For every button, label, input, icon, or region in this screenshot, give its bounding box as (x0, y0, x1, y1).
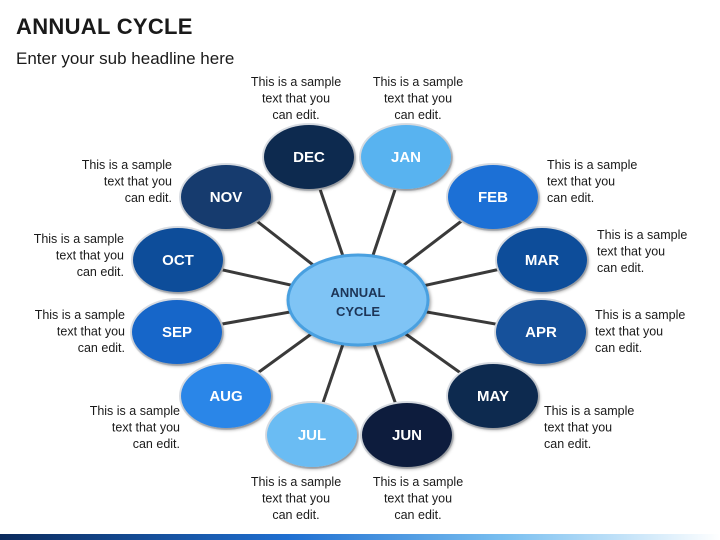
caption-nov-line-3: can edit. (125, 191, 172, 205)
month-node-oct: OCT (131, 226, 225, 294)
month-label-mar: MAR (525, 252, 559, 269)
month-node-may: MAY (446, 362, 540, 430)
month-ellipse-oct (133, 228, 223, 292)
caption-oct-line-1: This is a sample (34, 232, 124, 246)
month-node-mar: MAR (495, 226, 589, 294)
month-ellipse-feb (448, 165, 538, 229)
caption-jul-line-3: can edit. (272, 508, 319, 522)
month-node-aug: AUG (179, 362, 273, 430)
month-ellipse-apr (496, 300, 586, 364)
caption-aug-line-3: can edit. (133, 437, 180, 451)
month-node-feb: FEB (446, 163, 540, 231)
caption-nov-line-1: This is a sample (82, 158, 172, 172)
caption-jan-line-3: can edit. (394, 108, 441, 122)
month-label-feb: FEB (478, 189, 508, 206)
month-label-apr: APR (525, 324, 557, 341)
caption-jan-line-2: text that you (384, 92, 452, 106)
caption-feb-line-1: This is a sample (547, 158, 637, 172)
month-label-oct: OCT (162, 252, 194, 269)
caption-feb-line-2: text that you (547, 175, 615, 189)
caption-aug-line-2: text that you (112, 421, 180, 435)
month-label-jun: JUN (392, 427, 422, 444)
month-label-jan: JAN (391, 149, 421, 166)
page-subtitle: Enter your sub headline here (16, 49, 235, 68)
month-nodes: DEC JAN FEB MAR APR MAY JUN JUL AUG SEP OCT NOV (130, 123, 589, 469)
month-node-apr: APR (494, 298, 588, 366)
caption-jun-line-3: can edit. (394, 508, 441, 522)
caption-apr-line-3: can edit. (595, 341, 642, 355)
month-ellipse-sep (132, 300, 222, 364)
caption-jun-line-2: text that you (384, 492, 452, 506)
month-node-jun: JUN (360, 401, 454, 469)
month-label-may: MAY (477, 388, 509, 405)
month-node-sep: SEP (130, 298, 224, 366)
caption-jun-line-1: This is a sample (373, 475, 463, 489)
caption-jul-line-2: text that you (262, 492, 330, 506)
caption-sep-line-3: can edit. (78, 341, 125, 355)
caption-may-line-2: text that you (544, 421, 612, 435)
month-ellipse-mar (497, 228, 587, 292)
month-node-jul: JUL (265, 401, 359, 469)
caption-dec-line-1: This is a sample (251, 75, 341, 89)
caption-mar-line-2: text that you (597, 245, 665, 259)
caption-mar-line-1: This is a sample (597, 228, 687, 242)
caption-dec-line-2: text that you (262, 92, 330, 106)
month-node-dec: DEC (262, 123, 356, 191)
month-node-nov: NOV (179, 163, 273, 231)
month-ellipse-jun (362, 403, 452, 467)
captions: This is a sample text that you can edit. Th… (34, 75, 688, 522)
page-title: ANNUAL CYCLE (16, 14, 193, 39)
caption-oct-line-3: can edit. (77, 265, 124, 279)
month-label-sep: SEP (162, 324, 192, 341)
caption-dec-line-3: can edit. (272, 108, 319, 122)
center-label-line-1: ANNUAL (331, 285, 386, 300)
caption-oct-line-2: text that you (56, 249, 124, 263)
bottom-accent-bar (0, 534, 720, 540)
caption-may-line-3: can edit. (544, 437, 591, 451)
caption-mar-line-3: can edit. (597, 261, 644, 275)
month-ellipse-may (448, 364, 538, 428)
center-node: ANNUAL CYCLE (286, 253, 430, 347)
caption-jul-line-1: This is a sample (251, 475, 341, 489)
caption-aug-line-1: This is a sample (90, 404, 180, 418)
month-label-jul: JUL (298, 427, 326, 444)
month-label-dec: DEC (293, 149, 325, 166)
month-node-jan: JAN (359, 123, 453, 191)
month-label-nov: NOV (210, 189, 243, 206)
caption-jan-line-1: This is a sample (373, 75, 463, 89)
month-ellipse-jan (361, 125, 451, 189)
caption-may-line-1: This is a sample (544, 404, 634, 418)
caption-sep-line-2: text that you (57, 325, 125, 339)
caption-apr-line-2: text that you (595, 325, 663, 339)
caption-feb-line-3: can edit. (547, 191, 594, 205)
caption-apr-line-1: This is a sample (595, 308, 685, 322)
caption-nov-line-2: text that you (104, 175, 172, 189)
center-ellipse (286, 253, 430, 347)
month-label-aug: AUG (209, 388, 242, 405)
month-ellipse-jul (267, 403, 357, 467)
month-ellipse-aug (181, 364, 271, 428)
caption-sep-line-1: This is a sample (35, 308, 125, 322)
month-ellipse-dec (264, 125, 354, 189)
center-label-line-2: CYCLE (336, 304, 380, 319)
month-ellipse-nov (181, 165, 271, 229)
